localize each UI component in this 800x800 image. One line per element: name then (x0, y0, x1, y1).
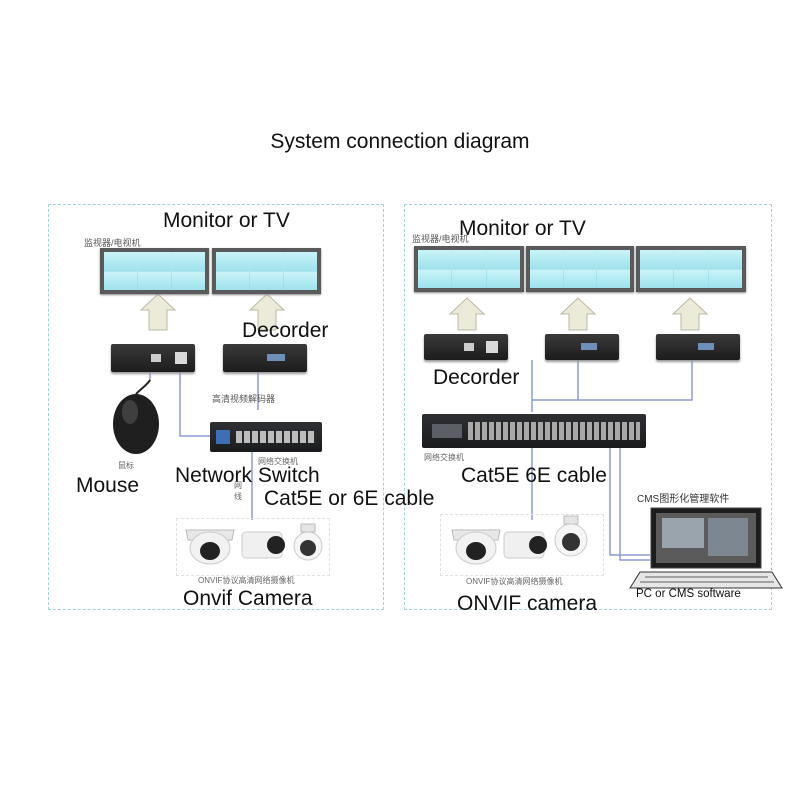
left-decoder-1 (111, 344, 195, 372)
right-monitor-cn: 监视器/电视机 (412, 234, 469, 244)
right-network-switch (422, 414, 646, 448)
cable-right-pc2 (619, 448, 650, 561)
right-decoder-1 (424, 334, 508, 360)
arrow-left-1 (139, 293, 177, 331)
right-cable-label: Cat5E 6E cable (461, 464, 607, 487)
left-camera-cn: ONVIF协议高清网络摄像机 (198, 576, 295, 585)
left-decoder-2 (223, 344, 307, 372)
arrow-right-2 (559, 297, 597, 331)
left-camera-group-frame (176, 518, 330, 576)
left-dome-camera-icon (185, 529, 235, 565)
left-monitor-2 (212, 248, 321, 294)
right-camera-cn: ONVIF协议高清网络摄像机 (466, 577, 563, 586)
left-monitor-1 (100, 248, 209, 294)
right-decoder-label: Decorder (433, 366, 520, 389)
right-ptz-camera-icon (554, 515, 588, 557)
left-decoder-cn: 高清视频解码器 (212, 394, 276, 404)
pc-label: PC or CMS software (636, 588, 741, 600)
left-switch-cn: 网络交换机 (258, 457, 298, 466)
left-monitor-label: Monitor or TV (163, 209, 290, 232)
right-bullet-camera-icon (503, 531, 547, 559)
arrow-left-2 (248, 293, 286, 331)
left-camera-label: Onvif Camera (183, 587, 313, 610)
left-bullet-camera-icon (241, 531, 285, 559)
cable-left-decoder1 (179, 372, 222, 437)
cms-cn: CMS图形化管理软件 (637, 494, 730, 505)
right-monitor-3 (636, 246, 746, 292)
left-cable-label: Cat5E or 6E cable (264, 487, 435, 510)
cable-right-pc (609, 448, 650, 556)
right-decoder-3 (656, 334, 740, 360)
cable-right-decoder3 (578, 360, 693, 401)
mouse-label: Mouse (76, 474, 140, 497)
pc-icon (629, 507, 783, 589)
diagram-title: System connection diagram (270, 130, 530, 153)
left-switch-label: Network Switch (175, 464, 320, 487)
left-monitor-cn: 监视器/电视机 (84, 238, 141, 248)
right-monitor-2 (526, 246, 634, 292)
arrow-right-3 (671, 297, 709, 331)
right-monitor-label: Monitor or TV (459, 217, 586, 240)
right-decoder-2 (545, 334, 619, 360)
right-monitor-1 (414, 246, 524, 292)
right-camera-label: ONVIF camera (457, 592, 598, 615)
right-camera-group-frame (440, 514, 604, 576)
right-dome-camera-icon (451, 529, 501, 565)
mouse-cn: 鼠标 (118, 461, 134, 470)
left-panel (48, 204, 384, 610)
arrow-right-1 (448, 297, 486, 331)
mouse-icon (113, 379, 159, 454)
left-cable-cn: 网线 (234, 481, 242, 501)
right-panel (404, 204, 772, 610)
left-decoder-label: Decorder (242, 319, 329, 342)
right-switch-cn: 网络交换机 (424, 453, 464, 462)
left-network-switch (210, 422, 322, 452)
left-ptz-camera-icon (293, 523, 323, 561)
cable-right-decoder2 (532, 360, 579, 401)
